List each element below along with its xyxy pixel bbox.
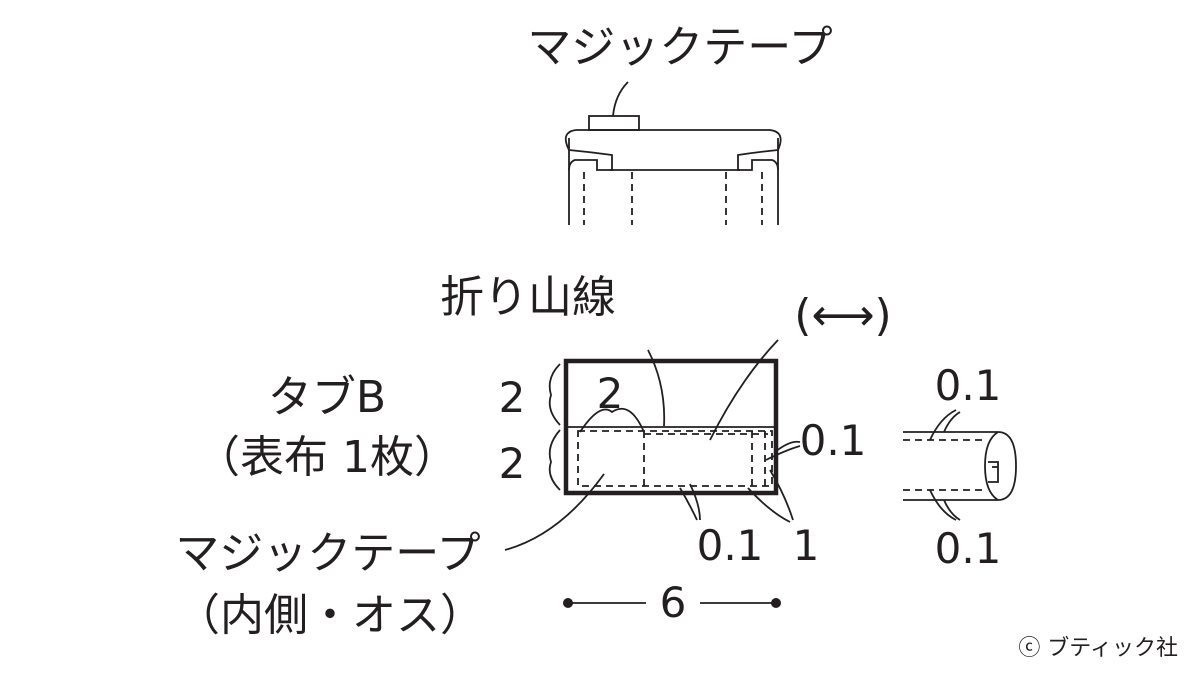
dim-height-top: 2 [499,373,526,422]
dim-height-bottom: 2 [499,439,526,488]
side-view-figure [903,409,1017,521]
fold-line-label: 折り山線 [440,272,616,323]
direction-label: (⟷) [794,290,891,341]
tab-name-label: タブB [268,372,386,423]
top-velcro-label: マジックテープ [527,22,832,73]
dim-stitch-right: 0.1 [800,416,867,465]
dim-velcro-inset: 2 [597,369,624,418]
dim-fold-margin: 1 [793,521,820,570]
leader-lines [504,339,801,608]
copyright-label: ⓒ ブティック社 [1018,636,1178,661]
velcro-inner-label: マジックテープ [175,528,480,579]
velcro-inner-sub-label: （内側・オス） [176,590,484,641]
dim-side-bottom: 0.1 [935,524,1002,573]
assembled-tab-figure [564,81,782,225]
tab-material-label: （表布 1枚） [196,432,458,483]
dim-side-top: 0.1 [935,361,1002,410]
tab-pattern [563,358,779,496]
dim-width: 6 [660,578,687,627]
dim-stitch-bottom: 0.1 [697,521,764,570]
